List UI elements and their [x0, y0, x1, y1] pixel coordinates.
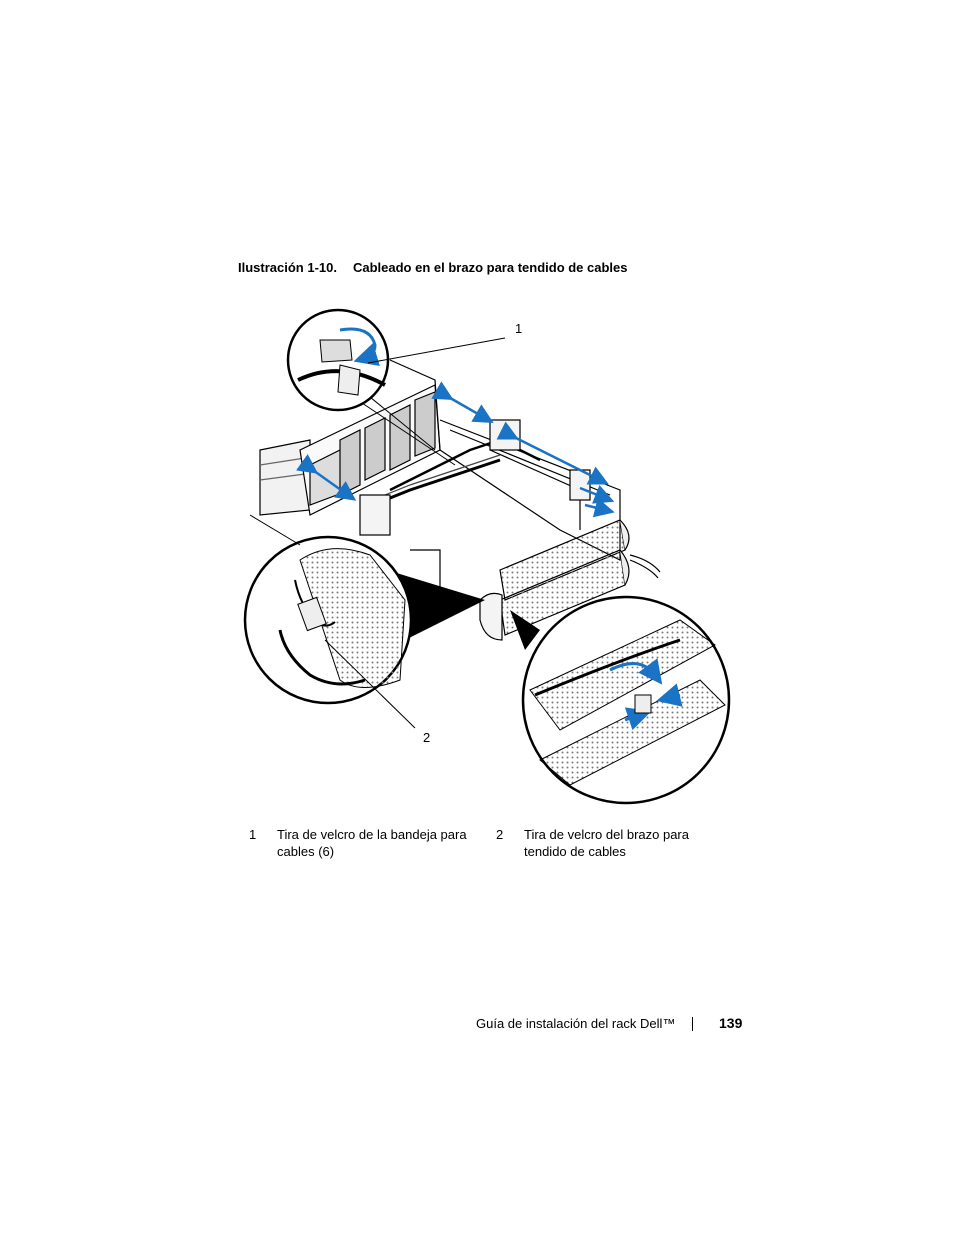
- callout-1-leader: [367, 337, 506, 364]
- page-number: 139: [719, 1015, 743, 1031]
- footer-separator: [692, 1017, 693, 1031]
- detail-circle-velcro-tray: [286, 308, 456, 466]
- figure-title: Cableado en el brazo para tendido de cab…: [352, 260, 628, 275]
- callout-1: 1: [515, 321, 522, 336]
- legend-text: Tira de velcro de la bandeja para cables…: [277, 827, 467, 859]
- illustration-svg: 1 2: [243, 308, 731, 805]
- figure-caption: Ilustración 1-10. Cableado en el brazo pa…: [238, 260, 628, 275]
- figure-label: Ilustración 1-10.: [238, 260, 337, 275]
- cable-tray: [410, 519, 661, 641]
- legend-text: Tira de velcro del brazo para tendido de…: [524, 827, 689, 859]
- cable-routing-illustration: 1 2: [240, 300, 740, 810]
- legend-number: 2: [496, 827, 504, 842]
- detail-circle-arm-closure: [510, 595, 731, 805]
- footer-title: Guía de instalación del rack Dell™: [476, 1016, 676, 1031]
- callout-2: 2: [423, 730, 430, 745]
- detail-circle-velcro-arm: [243, 514, 485, 729]
- blue-arrows: [296, 381, 615, 518]
- legend-number: 1: [249, 827, 257, 842]
